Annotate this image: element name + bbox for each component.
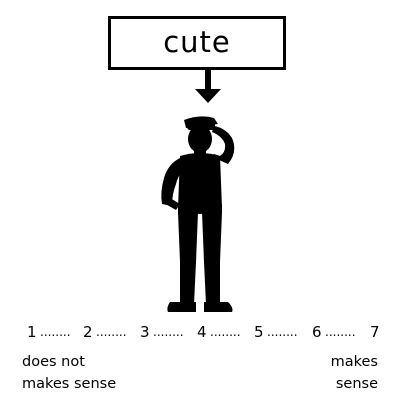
scale-separator: ........ <box>153 325 184 339</box>
word-box: cute <box>108 16 286 70</box>
word-label: cute <box>163 24 231 59</box>
saluting-person-silhouette <box>161 116 235 312</box>
scale-point-7[interactable]: 7 <box>370 323 380 341</box>
low-anchor-line-1: does not <box>22 354 85 370</box>
high-anchor-line-2: sense <box>335 376 378 392</box>
low-anchor-label: does not makes sense <box>22 351 162 395</box>
scale-separator: ........ <box>325 325 356 339</box>
scale-point-6[interactable]: 6 <box>312 323 322 341</box>
scale-separator: ........ <box>210 325 241 339</box>
scale-point-3[interactable]: 3 <box>140 323 150 341</box>
down-arrow-icon <box>195 69 221 103</box>
rating-scale: 1 ........ 2 ........ 3 ........ 4 .....… <box>0 322 400 346</box>
high-anchor-line-1: makes <box>330 354 378 370</box>
scale-point-5[interactable]: 5 <box>254 323 264 341</box>
scale-separator: ........ <box>96 325 127 339</box>
high-anchor-label: makes sense <box>296 351 378 395</box>
low-anchor-line-2: makes sense <box>22 376 117 392</box>
scale-point-4[interactable]: 4 <box>197 323 207 341</box>
scale-point-2[interactable]: 2 <box>83 323 93 341</box>
scale-separator: ........ <box>267 325 298 339</box>
scale-point-1[interactable]: 1 <box>27 323 37 341</box>
scale-separator: ........ <box>40 325 71 339</box>
